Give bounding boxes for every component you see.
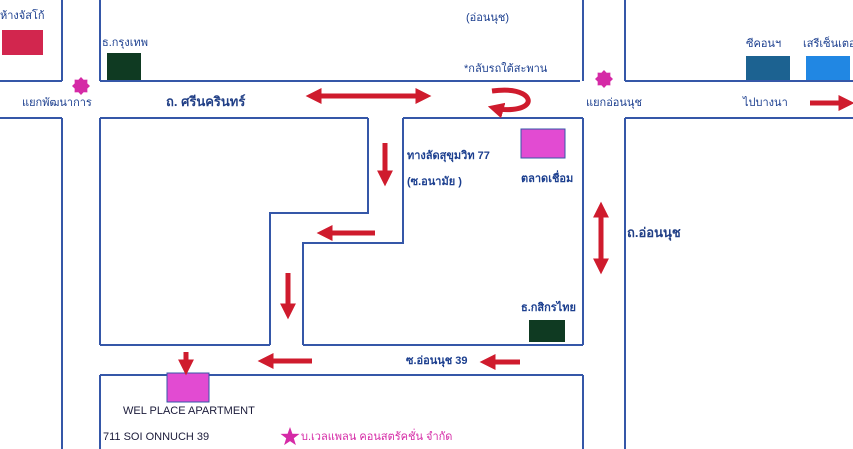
seri-center-label: เสรีเซ็นเตอ bbox=[803, 38, 853, 50]
srinakarin-road-label: ถ. ศรีนครินทร์ bbox=[166, 94, 246, 109]
connect-market-label: ตลาดเชื่อม bbox=[521, 173, 574, 185]
junction-marker-icon bbox=[72, 77, 90, 95]
kasikorn-bank-building bbox=[529, 320, 565, 342]
uturn-note-label: *กลับรถใต้สะพาน bbox=[464, 63, 548, 75]
address-label: 711 SOI ONNUCH 39 bbox=[103, 431, 210, 443]
apartment-name-label: WEL PLACE APARTMENT bbox=[123, 405, 255, 417]
pattanakarn-junction-label: แยกพัฒนาการ bbox=[22, 97, 92, 109]
sukhumvit77-shortcut-label: ทางลัดสุขุมวิท 77 bbox=[407, 150, 490, 162]
onnut-junction-label: แยกอ่อนนุช bbox=[586, 97, 642, 109]
to-bangna-label: ไปบางนา bbox=[743, 97, 788, 109]
kasikorn-bank-label: ธ.กสิกรไทย bbox=[521, 302, 576, 314]
shortcut-road-west-edge bbox=[269, 118, 369, 345]
shortcut-road-east-edge bbox=[302, 118, 404, 345]
cp-store-label: ซีคอนฯ bbox=[746, 38, 782, 50]
cp-store-building bbox=[746, 56, 790, 80]
junction-marker-icon bbox=[595, 70, 613, 88]
onnut-road-label: ถ.อ่อนนุช bbox=[627, 225, 681, 240]
direction-arrows bbox=[177, 87, 853, 376]
soi-anamai-label: (ซ.อนามัย ) bbox=[407, 176, 462, 188]
seri-center-building bbox=[806, 56, 850, 80]
u-turn-arrow-icon bbox=[487, 87, 531, 119]
jusco-store-building bbox=[2, 30, 43, 55]
company-name-label: บ.เวลแพลน คอนสตรัคชั่น จำกัด bbox=[301, 431, 453, 443]
soi-onnut-39-label: ซ.อ่อนนุช 39 bbox=[406, 355, 468, 367]
onnut-area-label: (อ่อนนุช) bbox=[466, 12, 510, 24]
wel-place-apartment-building bbox=[166, 372, 210, 403]
star-icon bbox=[280, 427, 300, 446]
connect-market-building bbox=[520, 128, 566, 159]
krungthep-bank-label: ธ.กรุงเทพ bbox=[102, 37, 148, 49]
krungthep-bank-building bbox=[107, 53, 141, 80]
store-top-left-label: ห้างจัสโก้ bbox=[0, 10, 45, 22]
